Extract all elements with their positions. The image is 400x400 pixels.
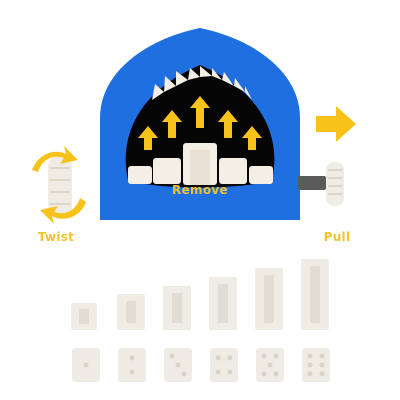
- arrow-up-icon: [190, 96, 210, 128]
- handle-knob[interactable]: [326, 162, 344, 206]
- pip-block-3: [164, 348, 192, 382]
- arrow-up-icon: [138, 126, 158, 150]
- tooth-block-size-6: [301, 259, 329, 330]
- twist-knob[interactable]: [48, 155, 72, 219]
- tooth-block-size-2: [117, 294, 145, 330]
- pip-block-6: [302, 348, 330, 382]
- lower-teeth[interactable]: [128, 143, 273, 185]
- arrow-up-icon: [162, 110, 182, 138]
- tooth-block-size-3: [163, 286, 191, 330]
- arrow-up-icon: [242, 126, 262, 150]
- tooth-block-size-5: [255, 268, 283, 330]
- tooth-2[interactable]: [153, 158, 181, 184]
- tooth-5[interactable]: [249, 166, 273, 184]
- pull-handle[interactable]: [298, 162, 344, 206]
- upper-teeth: [152, 66, 252, 100]
- twist-label: Twist: [38, 230, 74, 244]
- tooth-block-size-4: [209, 277, 237, 330]
- remove-label: Remove: [172, 183, 228, 197]
- tooth-4[interactable]: [219, 158, 247, 184]
- shark-head: Remove: [100, 28, 300, 220]
- pip-block-4: [210, 348, 238, 382]
- handle-rod: [298, 176, 326, 190]
- pull-label: Pull: [324, 230, 351, 244]
- tooth-sizes-row: [71, 259, 329, 330]
- remove-arrows: [138, 96, 262, 150]
- arrow-up-icon: [218, 110, 238, 138]
- rotate-arrows-icon: [32, 146, 86, 224]
- tooth-1[interactable]: [128, 166, 152, 184]
- tooth-block-size-1: [71, 303, 97, 330]
- pip-block-1: [72, 348, 100, 382]
- pip-block-5: [256, 348, 284, 382]
- arrow-right-icon: [316, 106, 356, 142]
- tooth-pips-row: [72, 348, 330, 382]
- pip-block-2: [118, 348, 146, 382]
